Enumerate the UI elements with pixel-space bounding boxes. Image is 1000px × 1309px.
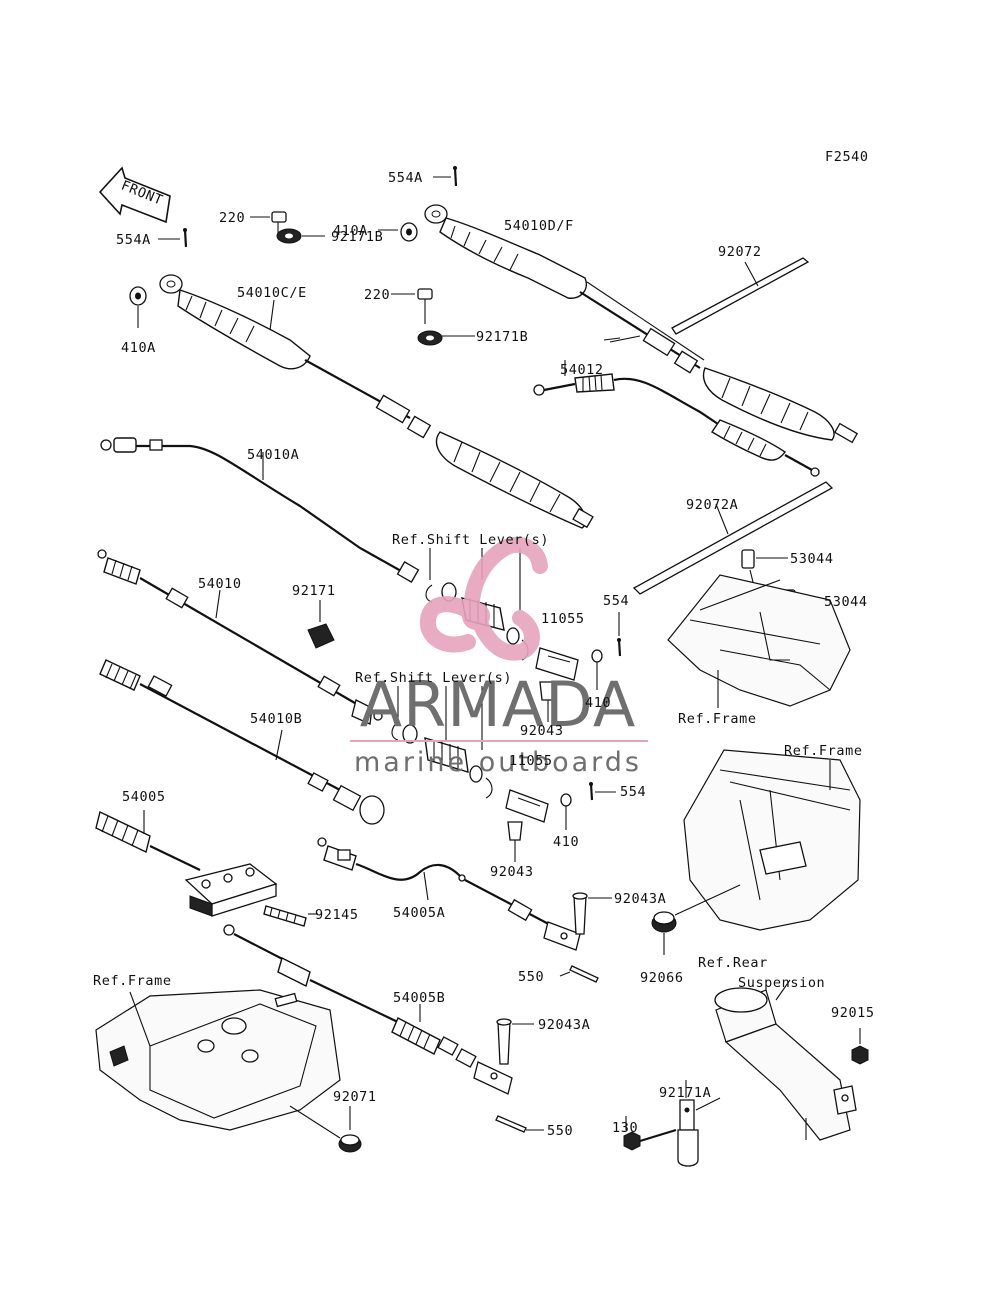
shift-lever-group-2 — [391, 686, 572, 830]
cable-54010 — [97, 549, 383, 725]
cable-54010CE — [159, 274, 594, 529]
brake-rod-right — [458, 874, 581, 951]
label-11055-b: 11055 — [509, 753, 553, 769]
label-54010B: 54010B — [250, 711, 302, 727]
grommet-92066 — [651, 884, 741, 955]
pin-550-a — [559, 965, 599, 983]
part-220-mid — [391, 288, 433, 324]
label-92145: 92145 — [315, 907, 359, 923]
pin-554-b — [589, 782, 616, 801]
part-410A-left — [129, 286, 147, 328]
label-53044-a: 53044 — [790, 551, 834, 567]
label-410A-top: 410A — [333, 223, 368, 239]
label-54010: 54010 — [198, 576, 242, 592]
cable-54010DF — [424, 204, 859, 444]
label-ref-shift-1: Ref.Shift Lever(s) — [392, 532, 549, 548]
label-130: 130 — [612, 1120, 638, 1136]
label-220-top: 220 — [219, 210, 245, 226]
tie-strap-92072 — [671, 257, 810, 335]
label-554-b: 554 — [620, 784, 646, 800]
label-92072A: 92072A — [686, 497, 738, 513]
part-554A-top — [433, 166, 458, 187]
label-554-a: 554 — [603, 593, 629, 609]
part-554A-left — [158, 228, 188, 248]
grommet-92071 — [338, 1106, 362, 1153]
rear-suspension-arm — [714, 979, 857, 1141]
pin-92043-a — [539, 681, 555, 722]
label-suspension: Suspension — [738, 975, 825, 991]
label-54005B: 54005B — [393, 990, 445, 1006]
part-92171B-mid — [417, 330, 475, 346]
nut-92015 — [851, 1028, 869, 1065]
label-92043A-a: 92043A — [614, 891, 666, 907]
label-54005: 54005 — [122, 789, 166, 805]
label-92171A: 92171A — [659, 1085, 711, 1101]
label-92066: 92066 — [640, 970, 684, 986]
label-53044-b: 53044 — [824, 594, 868, 610]
watermark-tagline: marine outboards — [354, 747, 642, 778]
label-92015: 92015 — [831, 1005, 875, 1021]
pin-550-b — [495, 1115, 544, 1133]
label-554A-top: 554A — [388, 170, 423, 186]
label-ref-frame-1: Ref.Frame — [678, 711, 757, 727]
cable-54005 — [95, 810, 201, 871]
watermark-brand: ARMADA — [360, 668, 636, 741]
pin-92043A-b — [496, 1018, 534, 1065]
part-92171B-top — [276, 228, 325, 244]
label-54010DF: 54010D/F — [504, 218, 574, 234]
pin-92043-b — [507, 821, 523, 862]
label-410A-left: 410A — [121, 340, 156, 356]
watermark-propeller-icon — [419, 536, 548, 661]
cable-54005B — [223, 924, 513, 1095]
label-ref-frame-3: Ref.Frame — [93, 973, 172, 989]
label-220-mid: 220 — [364, 287, 390, 303]
label-92043-a: 92043 — [520, 723, 564, 739]
bracket-92171A — [677, 1080, 721, 1167]
label-ref-frame-2: Ref.Frame — [784, 743, 863, 759]
label-92171B-mid: 92171B — [476, 329, 528, 345]
ref-frame-2 — [683, 749, 861, 931]
bolt-130 — [623, 1116, 677, 1151]
pin-554-a — [617, 612, 622, 657]
label-410-b: 410 — [553, 834, 579, 850]
part-410A-top — [378, 222, 418, 242]
label-554A-left: 554A — [116, 232, 151, 248]
label-ref-rear: Ref.Rear — [698, 955, 768, 971]
label-54010A: 54010A — [247, 447, 299, 463]
label-54005A: 54005A — [393, 905, 445, 921]
spring-92145 — [263, 905, 318, 927]
label-92043A-b: 92043A — [538, 1017, 590, 1033]
front-arrow: FRONT — [98, 166, 171, 224]
label-11055-a: 11055 — [541, 611, 585, 627]
label-ref-shift-2: Ref.Shift Lever(s) — [355, 670, 512, 686]
label-550-b: 550 — [547, 1123, 573, 1139]
label-54012: 54012 — [560, 362, 604, 378]
label-92043-b: 92043 — [490, 864, 534, 880]
clip-92171 — [307, 600, 335, 649]
figure-code: F2540 — [825, 149, 869, 165]
cable-54010A — [100, 437, 420, 583]
ref-frame-3 — [95, 989, 341, 1139]
label-54010CE: 54010C/E — [237, 285, 307, 301]
equalizer-bracket — [184, 863, 278, 917]
watermark-logo — [419, 536, 548, 661]
cable-54012 — [533, 360, 820, 477]
label-92072: 92072 — [718, 244, 762, 260]
label-92171: 92171 — [292, 583, 336, 599]
cable-54010B — [99, 659, 385, 825]
label-410-a: 410 — [585, 695, 611, 711]
label-550-a: 550 — [518, 969, 544, 985]
pin-92043A-a — [572, 892, 612, 935]
tie-strap-92072A — [632, 481, 834, 595]
cable-54005A — [317, 837, 461, 901]
ref-frame-1 — [667, 574, 851, 708]
label-92071: 92071 — [333, 1089, 377, 1105]
label-92171B-top: 92171B — [331, 229, 383, 245]
